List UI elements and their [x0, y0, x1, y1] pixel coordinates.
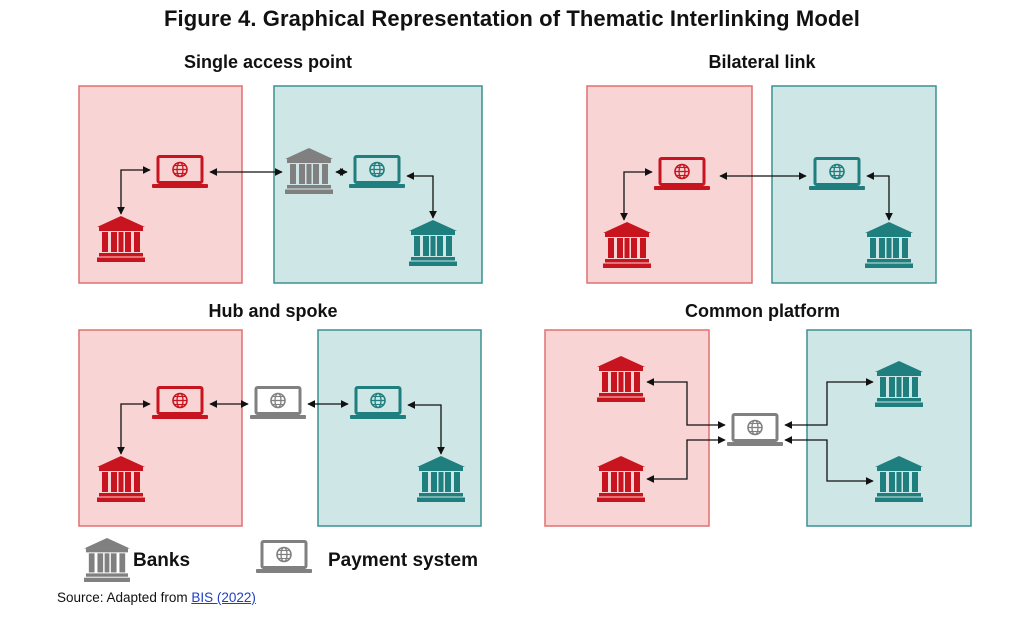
link-arrow — [406, 172, 437, 219]
link-arrow — [866, 172, 893, 221]
panel-title-bilateral: Bilateral link — [708, 52, 816, 72]
legend-payment-system-icon — [256, 540, 312, 574]
legend-banks-label: Banks — [133, 550, 191, 571]
link-arrow — [646, 378, 726, 429]
link-arrow — [407, 401, 445, 455]
figure-title: Figure 4. Graphical Representation of Th… — [164, 6, 860, 31]
panel-title-common-platform: Common platform — [685, 301, 840, 321]
jurisdiction-a-box — [78, 329, 243, 527]
link-arrow — [620, 168, 653, 221]
legend-payment-system-label: Payment system — [328, 550, 478, 571]
source-prefix: Source: Adapted from — [57, 590, 192, 605]
source-link[interactable]: BIS (2022) — [191, 590, 256, 605]
link-arrow — [646, 436, 726, 483]
link-arrow — [784, 436, 874, 485]
legend-bank-icon — [84, 538, 130, 582]
source-note: Source: Adapted from BIS (2022) — [57, 590, 256, 605]
panel-title-single-access: Single access point — [183, 52, 353, 72]
link-arrow — [784, 378, 874, 429]
jurisdiction-b-box — [806, 329, 972, 527]
jurisdiction-b-box — [317, 329, 482, 527]
hub-payment-system-icon — [250, 386, 306, 420]
panel-title-hub-spoke: Hub and spoke — [208, 301, 338, 321]
common-platform-icon — [727, 413, 783, 447]
link-arrow — [117, 400, 151, 455]
link-arrow — [117, 166, 151, 215]
